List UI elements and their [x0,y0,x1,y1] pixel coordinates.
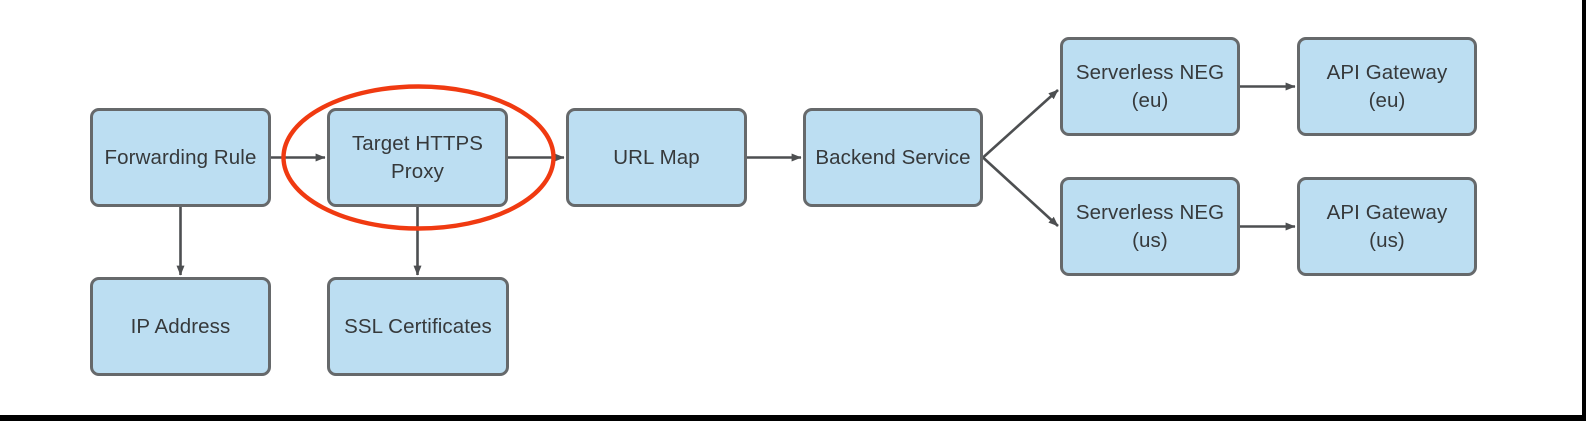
node-url-map[interactable]: URL Map [566,108,747,207]
edge-backend-service-to-serverless-neg-us [982,156,1059,227]
node-serverless-neg-eu[interactable]: Serverless NEG (eu) [1060,37,1240,136]
node-api-gateway-eu[interactable]: API Gateway (eu) [1297,37,1477,136]
node-label-api-gateway-us: API Gateway (us) [1326,201,1448,252]
node-ip-address[interactable]: IP Address [90,277,271,376]
node-api-gateway-us[interactable]: API Gateway (us) [1297,177,1477,276]
node-label-serverless-neg-eu: Serverless NEG (eu) [1075,61,1225,112]
node-label-ip-address: IP Address [130,314,231,338]
node-label-target-https-proxy: Target HTTPS Proxy [351,132,484,183]
node-backend-service[interactable]: Backend Service [803,108,983,207]
canvas-border-right [1582,0,1586,421]
node-label-backend-service: Backend Service [815,145,971,169]
node-label-api-gateway-eu: API Gateway (eu) [1326,61,1448,112]
node-label-forwarding-rule: Forwarding Rule [104,145,257,169]
node-target-https-proxy[interactable]: Target HTTPS Proxy [327,108,508,207]
node-label-serverless-neg-us: Serverless NEG (us) [1075,201,1225,252]
node-forwarding-rule[interactable]: Forwarding Rule [90,108,271,207]
node-label-url-map: URL Map [613,145,700,169]
edge-backend-service-to-serverless-neg-eu [982,89,1059,159]
node-label-ssl-certificates: SSL Certificates [344,314,492,338]
canvas-border-bottom [0,415,1586,421]
node-serverless-neg-us[interactable]: Serverless NEG (us) [1060,177,1240,276]
node-ssl-certificates[interactable]: SSL Certificates [327,277,509,376]
